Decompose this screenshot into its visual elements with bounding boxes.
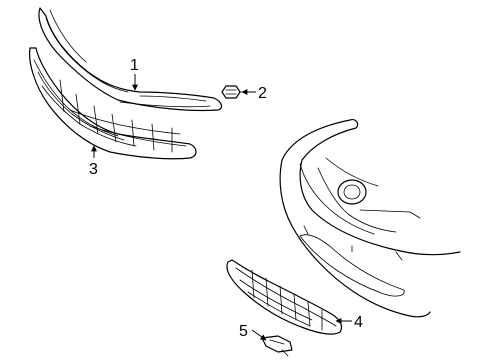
callout-5: 5 [239,323,248,340]
main-grille [29,47,197,160]
lower-grille-clip [261,335,293,357]
lower-grille [226,259,343,335]
bumper-cover [279,119,461,318]
callout-3: 3 [89,161,98,178]
callout-2: 2 [258,85,267,102]
leader-5 [251,329,267,341]
callout-4: 4 [354,314,363,331]
upper-grille-molding [38,7,223,112]
callout-1: 1 [130,57,139,74]
leader-lines [91,74,352,341]
